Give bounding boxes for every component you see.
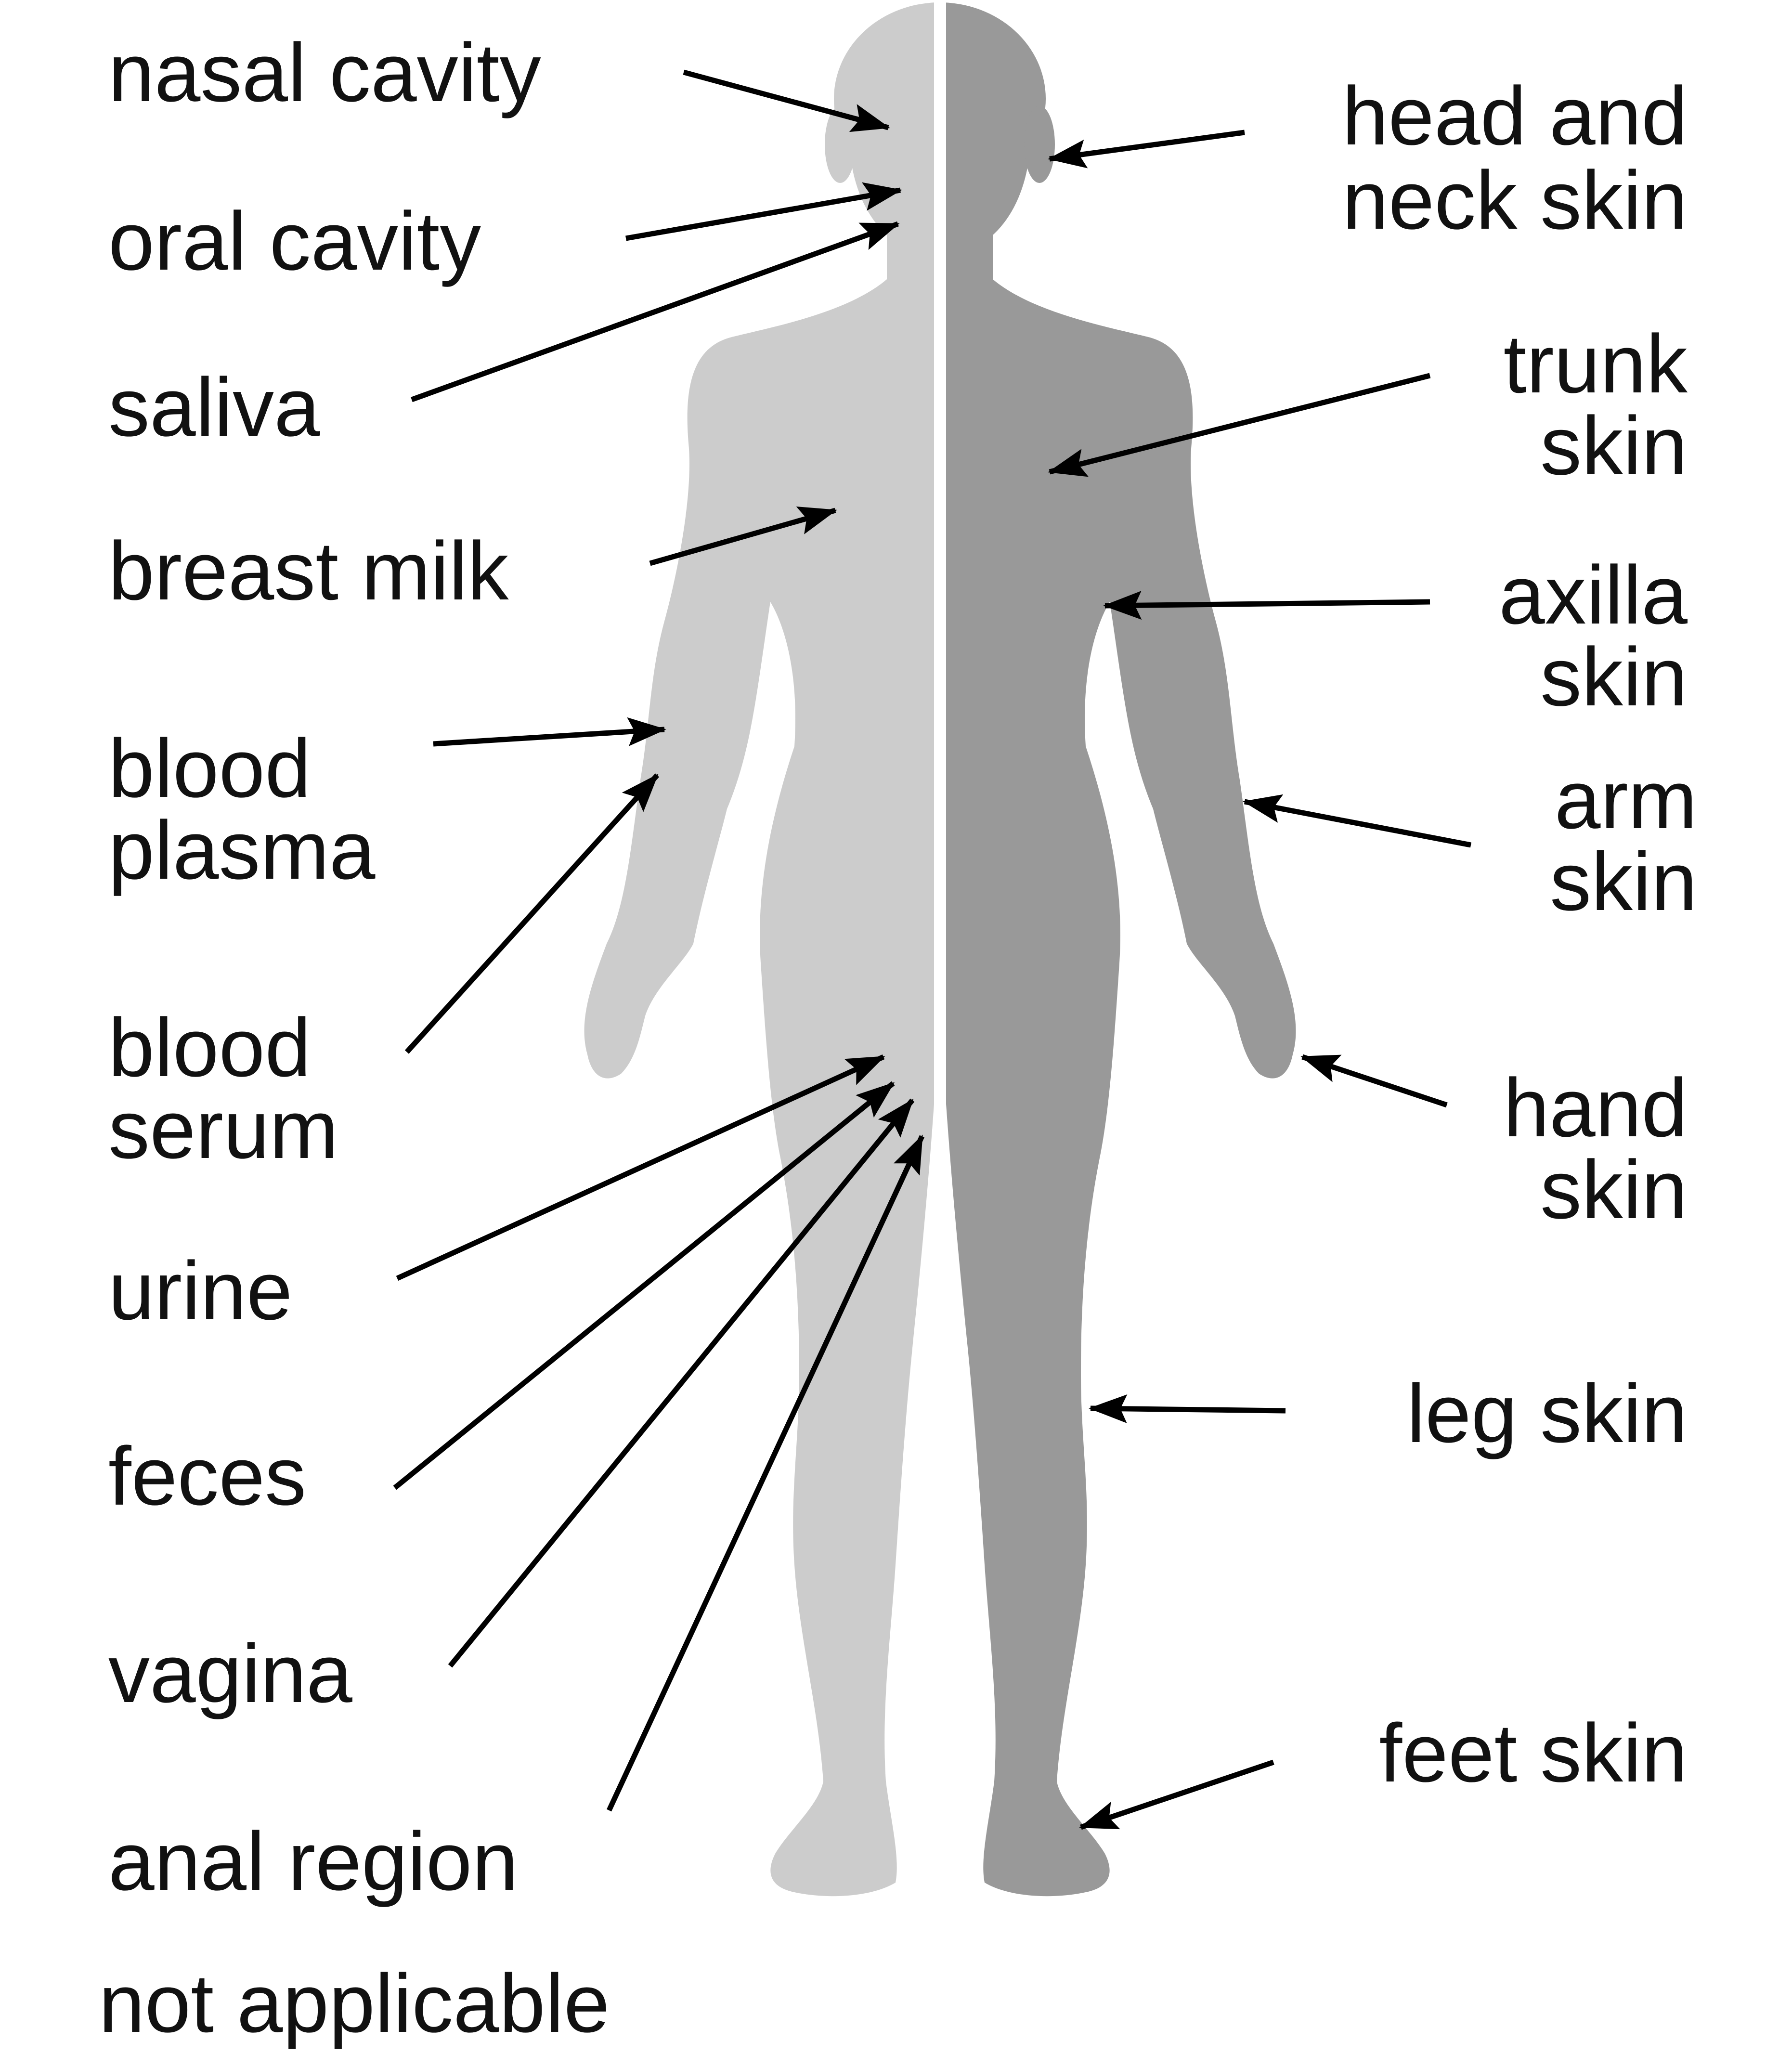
label-trunk-skin-line1: trunk: [1504, 318, 1688, 410]
arrow-nasal-cavity: [683, 69, 890, 132]
label-trunk-skin-line2: skin: [1540, 400, 1688, 492]
arrow-trunk-skin: [1048, 373, 1431, 477]
arrow-feces: [393, 1081, 895, 1490]
label-nasal-cavity: nasal cavity: [108, 26, 541, 119]
label-hand-skin-line1: hand: [1503, 1062, 1688, 1154]
arrow-arm-skin: [1243, 794, 1472, 848]
arrow-feet-skin: [1079, 1759, 1274, 1830]
label-saliva: saliva: [108, 361, 320, 454]
arrow-hand-skin: [1300, 1054, 1448, 1108]
label-breast-milk: breast milk: [108, 525, 509, 617]
arrow-oral-cavity: [625, 182, 902, 241]
arrow-leg-skin: [1089, 1394, 1286, 1423]
arrow-breast-milk: [649, 507, 837, 566]
label-feces: feces: [108, 1430, 306, 1522]
arrow-axilla-skin: [1103, 591, 1430, 620]
arrow-head-neck-skin: [1048, 130, 1245, 169]
arrow-blood-plasma: [433, 717, 666, 747]
label-blood-serum-line1: blood: [108, 1001, 311, 1094]
arrow-vagina: [448, 1098, 915, 1668]
label-axilla-skin-line2: skin: [1540, 631, 1688, 723]
label-head-neck-skin-line1: head and: [1342, 70, 1688, 162]
label-not-applicable: not applicable: [99, 1957, 610, 2050]
label-arm-skin-line2: skin: [1550, 835, 1697, 928]
label-urine: urine: [108, 1245, 292, 1337]
left-labels: nasal cavity oral cavity saliva breast m…: [99, 26, 610, 2050]
label-oral-cavity: oral cavity: [108, 195, 481, 287]
label-axilla-skin-line1: axilla: [1499, 549, 1688, 641]
label-vagina: vagina: [108, 1627, 352, 1720]
label-arm-skin-line1: arm: [1555, 754, 1697, 846]
left-arrows: [393, 69, 924, 1812]
label-leg-skin: leg skin: [1407, 1367, 1688, 1460]
label-anal-region: anal region: [108, 1815, 518, 1908]
arrow-anal-region: [607, 1134, 924, 1812]
label-hand-skin-line2: skin: [1540, 1144, 1688, 1236]
label-blood-plasma-line2: plasma: [108, 804, 376, 897]
arrow-saliva: [411, 221, 900, 403]
label-feet-skin: feet skin: [1379, 1707, 1688, 1799]
label-blood-serum-line2: serum: [108, 1083, 338, 1176]
arrow-urine: [396, 1054, 885, 1281]
label-blood-plasma-line1: blood: [108, 722, 311, 815]
right-labels: head and neck skin trunk skin axilla ski…: [1342, 70, 1697, 1799]
arrow-blood-serum: [404, 773, 660, 1054]
label-head-neck-skin-line2: neck skin: [1342, 154, 1688, 247]
right-arrows: [1048, 130, 1472, 1830]
